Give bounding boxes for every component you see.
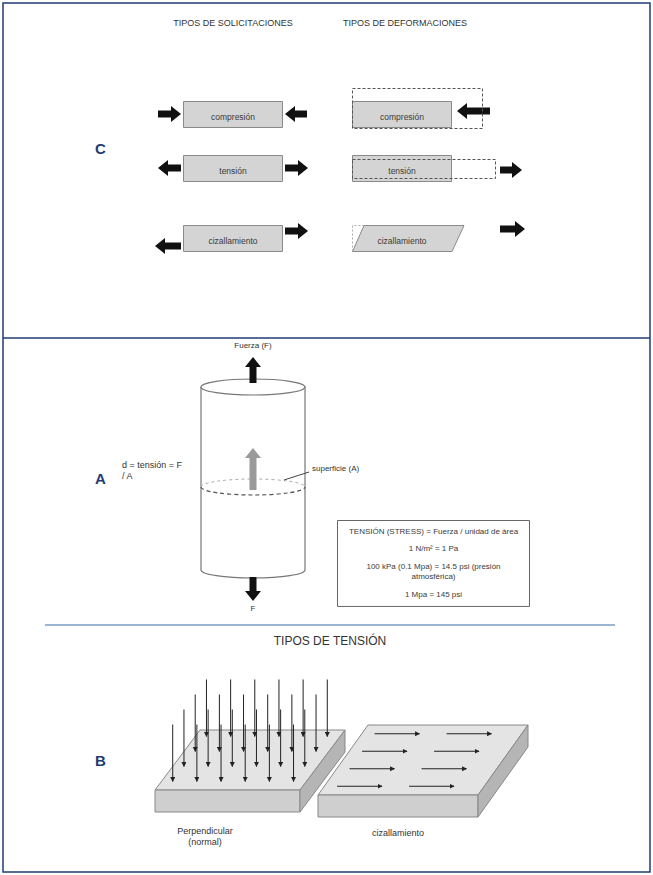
box-label: tensión (219, 158, 246, 185)
panel-divider (3, 337, 650, 339)
force-arrow (245, 577, 261, 601)
column-heading: TIPOS DE DEFORMACIONES (343, 18, 467, 29)
normal-stress-arrow (269, 725, 270, 782)
leader-line (284, 472, 309, 480)
section-heading: TIPOS DE TENSIÓN (274, 634, 386, 649)
normal-stress-arrow (304, 710, 305, 767)
normal-stress-arrow (303, 680, 304, 737)
force-arrow (285, 160, 308, 176)
column-heading: TIPOS DE SOLICITACIONES (173, 18, 292, 29)
normal-stress-arrow (232, 710, 233, 767)
normal-stress-arrow (230, 680, 231, 737)
normal-stress-arrow (327, 680, 328, 737)
shear-stress-arrow (447, 733, 492, 734)
deformed-box: tensión (352, 155, 452, 182)
box-label: cizallamiento (208, 228, 257, 255)
info-text: TENSIÓN (STRESS) = Fuerza / unidad de ár… (345, 527, 522, 537)
panel-letter: A (95, 470, 106, 489)
shear-stress-arrow (350, 768, 395, 769)
normal-stress-arrow (243, 695, 244, 752)
formula-label: d = tensión = F / A (122, 460, 186, 483)
box-label: compresión (380, 104, 424, 131)
normal-stress-arrow (267, 695, 268, 752)
normal-stress-arrow (219, 695, 220, 752)
normal-stress-arrow (195, 695, 196, 752)
normal-stress-arrow (280, 710, 281, 767)
normal-stress-arrow (208, 710, 209, 767)
normal-stress-arrow (172, 725, 173, 782)
normal-stress-arrow (278, 680, 279, 737)
shear-stress-arrow (337, 786, 382, 787)
original-outline (353, 89, 483, 129)
force-label: Fuerza (F) (234, 341, 271, 351)
force-arrow (158, 106, 181, 122)
slab-label: Perpendicular (normal) (163, 826, 247, 849)
force-arrow (500, 221, 525, 237)
load-box: cizallamiento (183, 225, 283, 252)
normal-stress-arrow (293, 725, 294, 782)
force-arrow (155, 238, 181, 254)
shear-stress-slab (318, 725, 528, 817)
force-arrow (457, 103, 490, 119)
panel-letter: B (95, 752, 106, 771)
force-label: F (251, 604, 256, 614)
shear-stress-arrow (362, 751, 407, 752)
box-label: tensión (388, 158, 415, 185)
force-arrow (500, 162, 522, 178)
stress-arrow (245, 448, 261, 490)
normal-stress-arrow (221, 725, 222, 782)
normal-stress-arrow (254, 680, 255, 737)
box-label: cizallamiento (377, 228, 426, 255)
shear-stress-arrow (409, 786, 454, 787)
normal-stress-arrow (183, 710, 184, 767)
normal-stress-arrow (291, 695, 292, 752)
info-text: 1 Mpa = 145 psi (345, 590, 522, 600)
slab-label: cizallamiento (372, 828, 424, 839)
deformed-box: cizallamiento (352, 225, 452, 252)
frame (3, 3, 650, 872)
info-text: 1 N/m² = 1 Pa (345, 544, 522, 554)
shear-stress-arrow (375, 733, 420, 734)
shear-stress-arrow (422, 768, 467, 769)
deformed-box: compresión (352, 101, 452, 128)
surface-label: superficie (A) (312, 464, 359, 474)
shear-stress-arrow (434, 751, 479, 752)
load-box: tensión (183, 155, 283, 182)
normal-stress-arrow (196, 725, 197, 782)
load-box: compresión (183, 101, 283, 128)
normal-stress-arrow (206, 680, 207, 737)
original-outline (353, 160, 496, 179)
original-outline (353, 226, 365, 252)
force-arrow (245, 357, 261, 383)
panel-letter: C (95, 140, 106, 159)
box-label: compresión (211, 104, 255, 131)
info-box: TENSIÓN (STRESS) = Fuerza / unidad de ár… (337, 520, 530, 607)
force-arrow (285, 106, 307, 122)
info-text: 100 kPa (0.1 Mpa) = 14.5 psi (presión at… (345, 562, 522, 583)
normal-stress-arrow (316, 695, 317, 752)
normal-stress-arrow (256, 710, 257, 767)
normal-stress-arrow (245, 725, 246, 782)
force-arrow (285, 223, 308, 239)
section-divider (45, 624, 615, 625)
force-arrow (158, 160, 181, 176)
